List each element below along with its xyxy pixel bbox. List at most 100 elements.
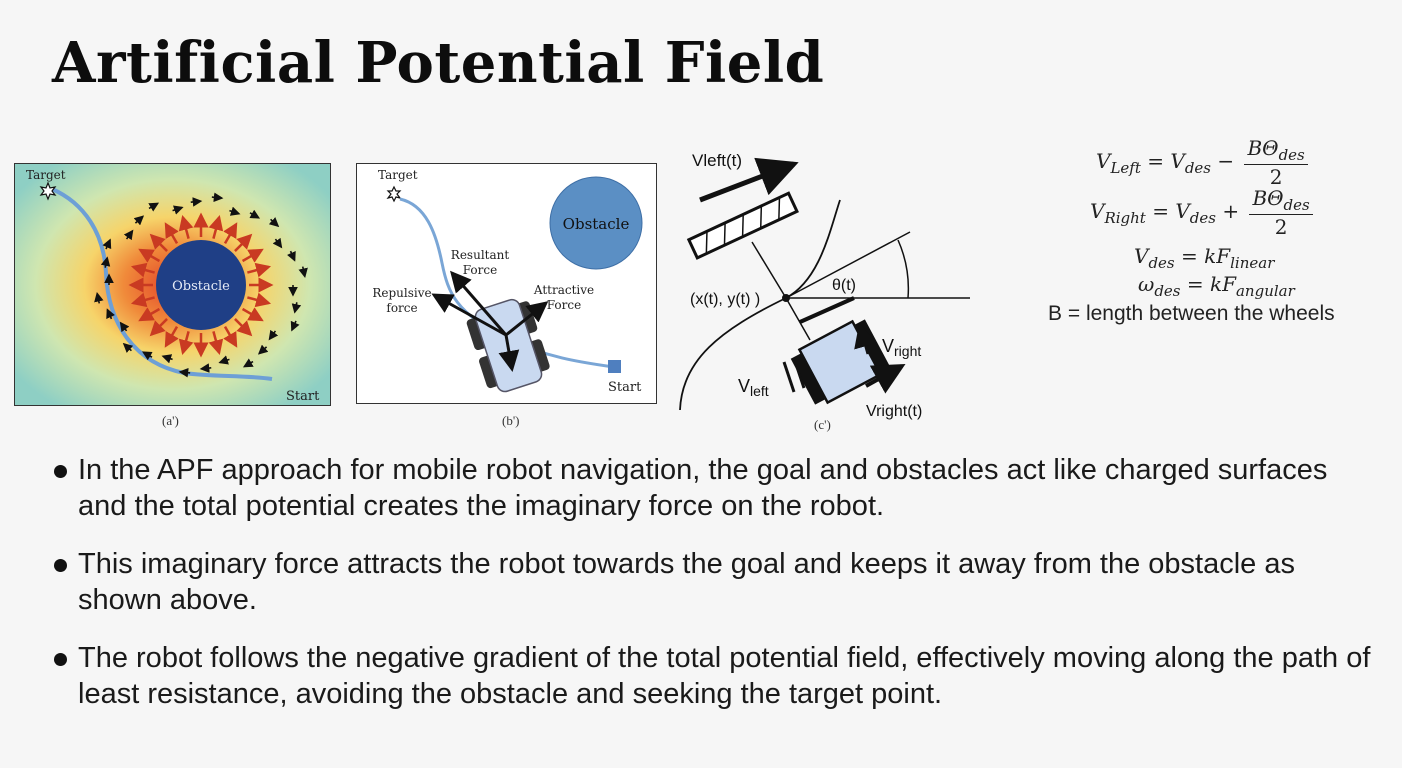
bullet-text: In the APF approach for mobile robot nav…	[78, 454, 1328, 522]
attractive-force-arrow	[505, 301, 549, 337]
axis-line-lower	[785, 297, 811, 341]
flow-arrow	[257, 344, 269, 355]
figure-a-field-map: Obstacle Target Start	[14, 163, 332, 407]
position-label: (x(t), y(t) )	[690, 291, 760, 308]
top-wheel-bar	[799, 296, 855, 324]
theta-arc	[897, 239, 910, 299]
bullet-list: In the APF approach for mobile robot nav…	[52, 452, 1372, 734]
repulsive-arrow	[247, 292, 272, 308]
axis-line-upper	[751, 241, 787, 299]
bullet-item: The robot follows the negative gradient …	[52, 640, 1372, 712]
figure-a-caption: (a')	[162, 413, 179, 428]
flow-arrow	[119, 321, 130, 333]
bullet-dot-icon	[54, 653, 67, 666]
vright-t-label: Vright(t)	[866, 403, 922, 420]
repulsive-arrow	[138, 248, 161, 263]
flow-arrows	[94, 192, 308, 378]
figure-c-svg: Vleft(t) (x(t), y(t) ) θ(t)	[679, 151, 970, 420]
flow-arrow	[133, 215, 145, 226]
flow-arrow	[123, 229, 134, 241]
bullet-dot-icon	[54, 465, 67, 478]
repulsive-arrows	[128, 212, 274, 358]
repulsive-label-2: force	[386, 301, 417, 315]
flow-arrow	[178, 367, 191, 378]
flow-arrow	[218, 355, 230, 365]
flow-arrow	[172, 205, 184, 215]
vright-label: Vright	[882, 336, 921, 359]
robot-path	[51, 187, 273, 381]
flow-arrow	[199, 363, 212, 373]
flow-arrow	[291, 302, 302, 314]
repulsive-arrow	[247, 262, 272, 278]
b-definition: B = length between the wheels	[1048, 302, 1335, 325]
flow-arrow	[249, 209, 261, 219]
equation-omega-des: ωdes = kFangular	[1138, 272, 1295, 300]
flow-arrow	[161, 354, 173, 364]
flow-arrow	[268, 329, 279, 341]
figure-b-force-diagram: Target Obstacle Start Resultant Force R	[356, 163, 658, 407]
repulsive-arrow	[234, 318, 253, 337]
vleft-t-arrow	[699, 157, 799, 203]
vleft-bar-1	[782, 361, 796, 393]
figure-c-caption: (c')	[814, 417, 831, 432]
flow-arrow	[148, 202, 160, 212]
flow-arrow	[229, 206, 241, 216]
target-label: Target	[26, 168, 66, 182]
figure-a-svg: Obstacle Target Start	[14, 163, 331, 406]
flow-arrow	[102, 238, 112, 250]
flow-arrow	[211, 192, 224, 203]
vleft-t-label: Vleft(t)	[692, 151, 742, 170]
repulsive-arrow	[208, 331, 224, 356]
bullet-text: This imaginary force attracts the robot …	[78, 548, 1295, 616]
target-star-icon	[386, 185, 402, 203]
repulsive-arrow	[130, 262, 155, 278]
repulsive-label-1: Repulsive	[372, 286, 431, 300]
vright-arrow	[854, 323, 878, 355]
start-label: Start	[286, 389, 320, 404]
left-wheel-hatched	[686, 191, 799, 260]
obstacle-circle	[156, 240, 246, 330]
repulsive-arrow	[234, 233, 253, 252]
robot-path-b	[399, 197, 615, 369]
repulsive-arrow	[164, 325, 179, 348]
obstacle-label-b: Obstacle	[563, 215, 630, 233]
flow-arrow	[122, 342, 134, 353]
repulsive-arrow	[223, 325, 238, 348]
vleft-bar-2	[792, 357, 806, 389]
resultant-label-2: Force	[463, 263, 497, 277]
repulsive-arrow	[178, 331, 194, 356]
repulsive-arrow	[164, 222, 179, 245]
flow-arrow	[242, 358, 254, 368]
figure-c-kinematics: Vleft(t) (x(t), y(t) ) θ(t)	[670, 140, 980, 430]
target-star-icon	[39, 181, 57, 201]
flow-arrow	[106, 308, 116, 320]
repulsive-arrow	[208, 214, 224, 239]
repulsive-arrow	[178, 214, 194, 239]
theta-label: θ(t)	[832, 277, 856, 294]
flow-arrow	[290, 320, 300, 332]
attractive-label-2: Force	[547, 298, 581, 312]
repulsive-arrow	[241, 248, 264, 263]
resultant-label-1: Resultant	[451, 248, 510, 262]
slide-title: Artificial Potential Field	[52, 30, 825, 96]
start-label-b: Start	[608, 380, 642, 395]
target-label-b: Target	[378, 168, 418, 182]
flow-arrow	[190, 197, 203, 207]
bullet-item: This imaginary force attracts the robot …	[52, 546, 1372, 618]
vleft-label: Vleft	[738, 376, 769, 399]
attractive-label-1: Attractive	[533, 283, 594, 297]
downward-force-arrow	[498, 334, 520, 372]
bullet-dot-icon	[54, 559, 67, 572]
flow-arrow	[268, 217, 280, 228]
repulsive-force-arrow	[431, 293, 507, 337]
flow-arrow	[272, 237, 283, 249]
repulsive-arrow	[223, 222, 238, 245]
figure-b-caption: (b')	[502, 413, 520, 428]
repulsive-arrow	[149, 233, 168, 252]
robot-position-dot	[782, 294, 790, 302]
bullet-item: In the APF approach for mobile robot nav…	[52, 452, 1372, 524]
flow-arrow	[286, 250, 296, 262]
bullet-text: The robot follows the negative gradient …	[78, 642, 1371, 710]
